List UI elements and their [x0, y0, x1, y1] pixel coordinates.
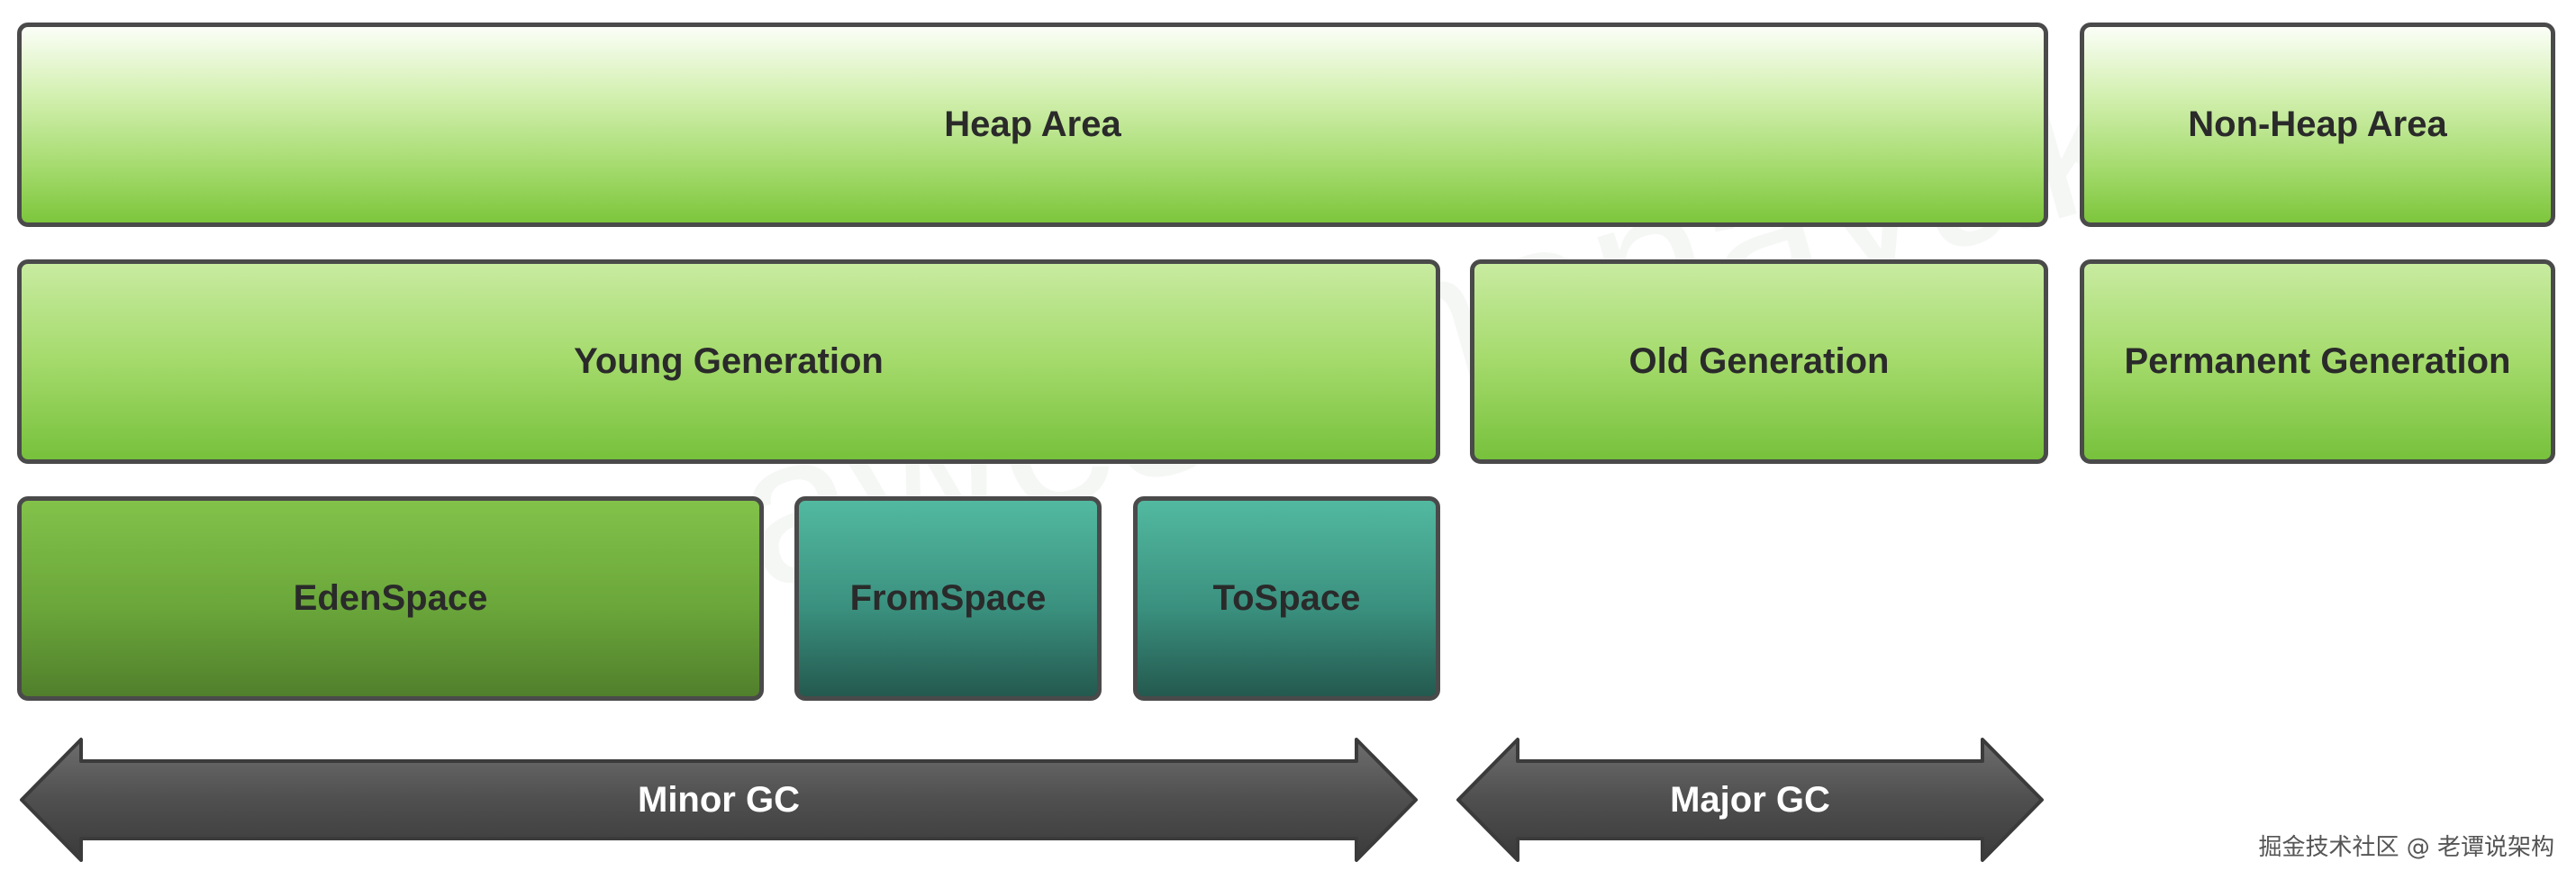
minor-gc-double-arrow-icon [20, 738, 1418, 862]
from-space-label: FromSpace [849, 578, 1047, 618]
major-gc-arrow: Major GC [1455, 734, 2045, 866]
major-gc-label: Major GC [1670, 779, 1830, 820]
non-heap-area-label: Non-Heap Area [2188, 104, 2447, 144]
credit-text: 掘金技术社区 @ 老谭说架构 [2258, 834, 2554, 861]
heap-area-box: Heap Area [17, 23, 2048, 227]
from-space-box: FromSpace [794, 496, 1102, 701]
to-space-label: ToSpace [1212, 578, 1361, 618]
to-space-box: ToSpace [1133, 496, 1440, 701]
permanent-generation-box: Permanent Generation [2080, 259, 2555, 464]
minor-gc-label: Minor GC [638, 779, 800, 820]
old-generation-label: Old Generation [1628, 341, 1890, 381]
old-generation-box: Old Generation [1470, 259, 2048, 464]
heap-area-label: Heap Area [944, 104, 1121, 144]
eden-space-label: EdenSpace [293, 578, 488, 618]
eden-space-box: EdenSpace [17, 496, 764, 701]
minor-gc-arrow: Minor GC [18, 734, 1420, 866]
major-gc-double-arrow-icon [1456, 738, 2044, 862]
young-generation-label: Young Generation [574, 341, 884, 381]
non-heap-area-box: Non-Heap Area [2080, 23, 2555, 227]
young-generation-box: Young Generation [17, 259, 1440, 464]
permanent-generation-label: Permanent Generation [2124, 341, 2511, 381]
